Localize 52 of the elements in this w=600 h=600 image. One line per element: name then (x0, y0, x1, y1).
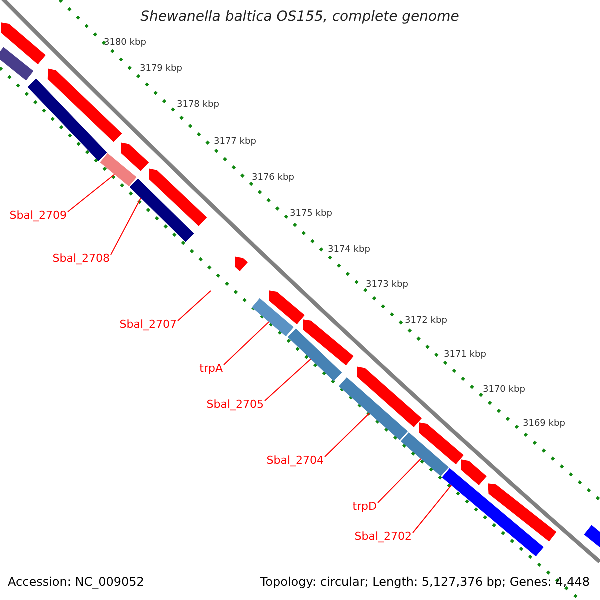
accession-text: Accession: NC_009052 (8, 576, 144, 588)
scale-label: 3172 kbp (405, 317, 448, 326)
pointed-gene-block (269, 290, 305, 325)
pointed-gene-block (488, 484, 557, 542)
pointed-gene-block (303, 320, 354, 366)
scale-label: 3179 kbp (140, 65, 182, 74)
gene-bar (339, 378, 408, 440)
gene-label: Sbal_2704 (266, 455, 324, 466)
scale-label: 3171 kbp (444, 351, 486, 360)
gene-bar (28, 78, 108, 162)
gene-label: Sbal_2705 (206, 399, 264, 410)
pointed-gene-block (48, 68, 122, 142)
scale-label: 3174 kbp (328, 246, 370, 255)
gene-bar (401, 432, 449, 476)
pointed-gene-block (419, 422, 464, 465)
scale-label: 3173 kbp (366, 281, 408, 290)
gene-bar (100, 153, 137, 187)
gene-label: Sbal_2708 (52, 253, 110, 264)
leader-line (324, 413, 370, 458)
gene-bar (442, 468, 544, 557)
gene-label: Sbal_2709 (10, 210, 67, 221)
gene-label: trpA (200, 363, 223, 374)
pointed-gene-block (121, 142, 150, 172)
scale-label: 3176 kbp (252, 174, 294, 183)
leader-line (68, 174, 116, 212)
gene-bar (252, 298, 294, 337)
gene-label: Sbal_2702 (354, 531, 412, 542)
leader-line (412, 485, 452, 534)
scale-label: 3169 kbp (523, 420, 566, 429)
scale-label: 3177 kbp (214, 138, 256, 147)
leader-line (178, 290, 212, 322)
gene-label: Sbal_2707 (120, 319, 177, 330)
leader-line (110, 198, 142, 256)
title: Shewanella baltica OS155, complete genome (140, 10, 460, 24)
pointed-gene-block (1, 22, 46, 65)
leader-line (264, 358, 312, 402)
gene-label: trpD (352, 501, 377, 512)
pointed-gene-block (149, 168, 208, 226)
scale-label: 3180 kbp (104, 39, 146, 48)
gene-bar (584, 525, 600, 548)
scale-label: 3170 kbp (483, 386, 526, 395)
genome-info-text: Topology: circular; Length: 5,127,376 bp; Genes: 4,448 (260, 576, 590, 588)
pointed-gene-block (357, 366, 422, 428)
gene-bar (0, 47, 34, 81)
leader-line (224, 322, 270, 366)
scale-label: 3175 kbp (290, 210, 332, 219)
gene-bar (288, 328, 342, 382)
gene-bar (130, 178, 194, 242)
scale-label: 3178 kbp (177, 101, 220, 110)
leader-line (378, 458, 422, 504)
pointed-gene-block (235, 256, 248, 272)
pointed-gene-block (461, 460, 487, 486)
